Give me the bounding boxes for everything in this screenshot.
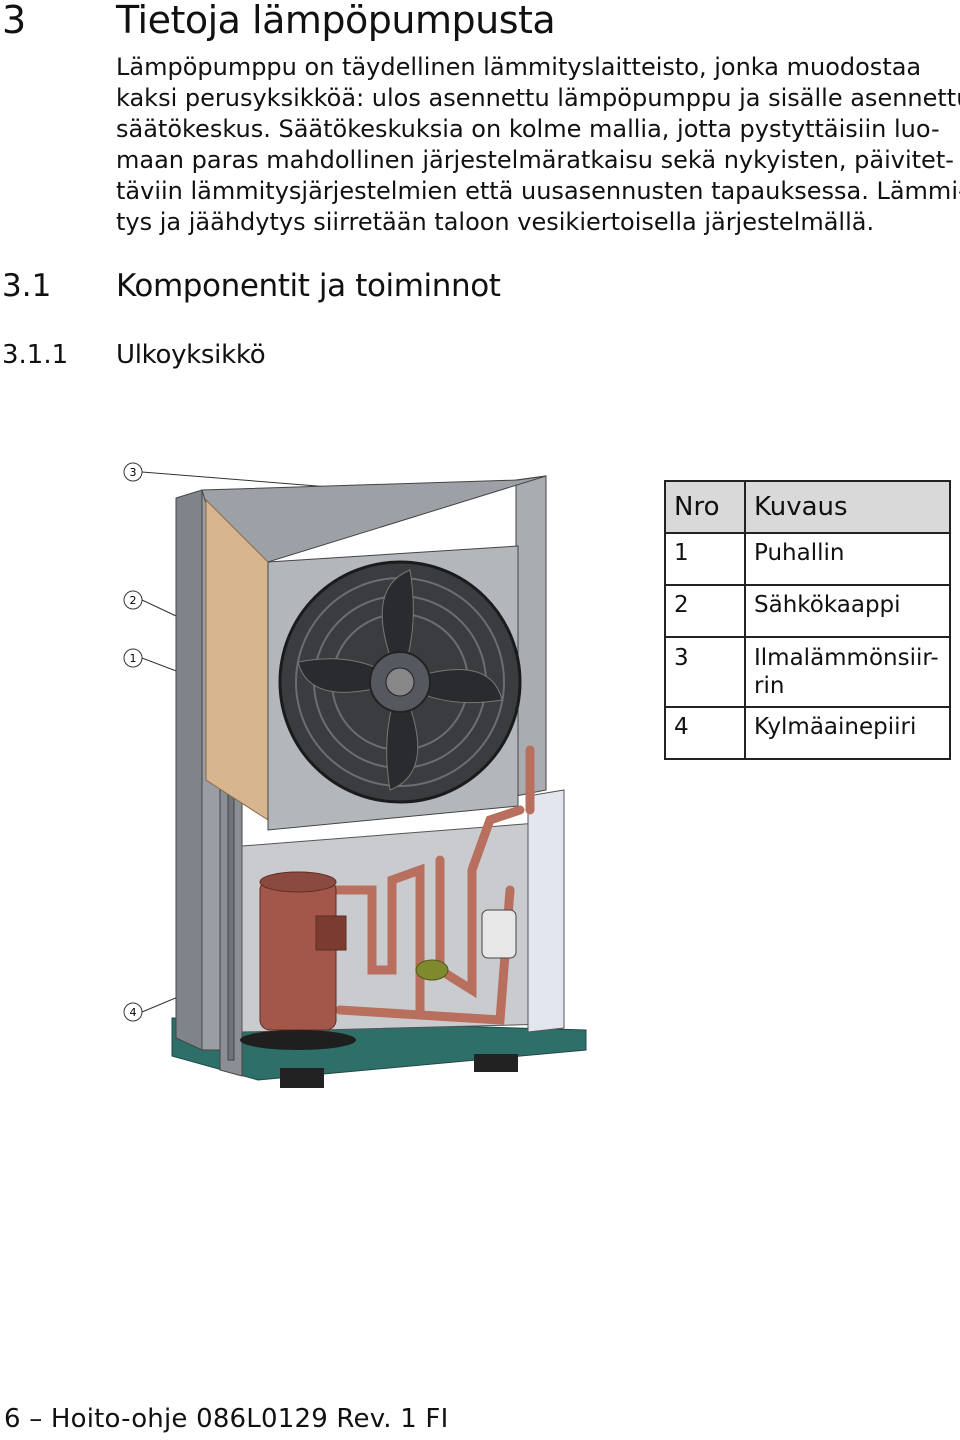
svg-text:2: 2	[130, 594, 137, 607]
section-title: Komponentit ja toiminnot	[116, 268, 501, 304]
intro-line: täviin lämmitysjärjestelmien että uusase…	[116, 177, 960, 205]
section-number: 3.1	[2, 268, 52, 304]
intro-line: Lämpöpumppu on täydellinen lämmityslaitt…	[116, 53, 922, 81]
row-nro: 4	[664, 706, 746, 760]
row-kuvaus: Sähkökaappi	[744, 584, 951, 638]
callout-2: 2	[123, 590, 143, 610]
page-footer: 6 – Hoito-ohje 086L0129 Rev. 1 FI	[4, 1404, 449, 1434]
row-nro: 3	[664, 636, 746, 708]
row-nro: 2	[664, 584, 746, 638]
svg-text:4: 4	[130, 1006, 137, 1019]
electrical-box	[527, 789, 565, 1033]
row-kuvaus: Ilmalämmönsiir- rin	[744, 636, 951, 708]
callout-1: 1	[123, 648, 143, 668]
intro-line: säätökeskus. Säätökeskuksia on kolme mal…	[116, 115, 940, 143]
subsection-number: 3.1.1	[2, 340, 69, 370]
outdoor-unit-illustration: 3 2 1 4	[123, 462, 587, 1088]
fan-icon	[278, 560, 522, 804]
header-kuvaus: Kuvaus	[744, 480, 951, 534]
table-row: 3 Ilmalämmönsiir- rin	[664, 636, 951, 708]
table-row: 1 Puhallin	[664, 532, 951, 586]
svg-text:3: 3	[130, 466, 137, 479]
components-table: Nro Kuvaus 1 Puhallin 2 Sähkökaappi 3 Il…	[664, 480, 951, 760]
callout-4: 4	[123, 1002, 143, 1022]
callout-3: 3	[123, 462, 143, 482]
chapter-number: 3	[2, 0, 27, 42]
intro-paragraph: Lämpöpumppu on täydellinen lämmityslaitt…	[116, 52, 960, 238]
intro-line: kaksi perusyksikköä: ulos asennettu lämp…	[116, 84, 960, 112]
row-kuvaus-line: Ilmalämmönsiir-	[754, 645, 939, 671]
compressor	[240, 871, 356, 1050]
row-nro: 1	[664, 532, 746, 586]
row-kuvaus-line: rin	[754, 673, 785, 699]
table-header-row: Nro Kuvaus	[664, 480, 951, 534]
row-kuvaus: Kylmäainepiiri	[744, 706, 951, 760]
subsection-title: Ulkoyksikkö	[116, 340, 266, 370]
intro-line: tys ja jäähdytys siirretään taloon vesik…	[116, 208, 875, 236]
intro-line: maan paras mahdollinen järjestelmäratkai…	[116, 146, 954, 174]
header-nro: Nro	[664, 480, 746, 534]
chapter-title: Tietoja lämpöpumpusta	[116, 0, 556, 42]
row-kuvaus: Puhallin	[744, 532, 951, 586]
receiver-tank	[415, 909, 517, 981]
table-row: 2 Sähkökaappi	[664, 584, 951, 638]
table-row: 4 Kylmäainepiiri	[664, 706, 951, 760]
svg-text:1: 1	[130, 652, 137, 665]
